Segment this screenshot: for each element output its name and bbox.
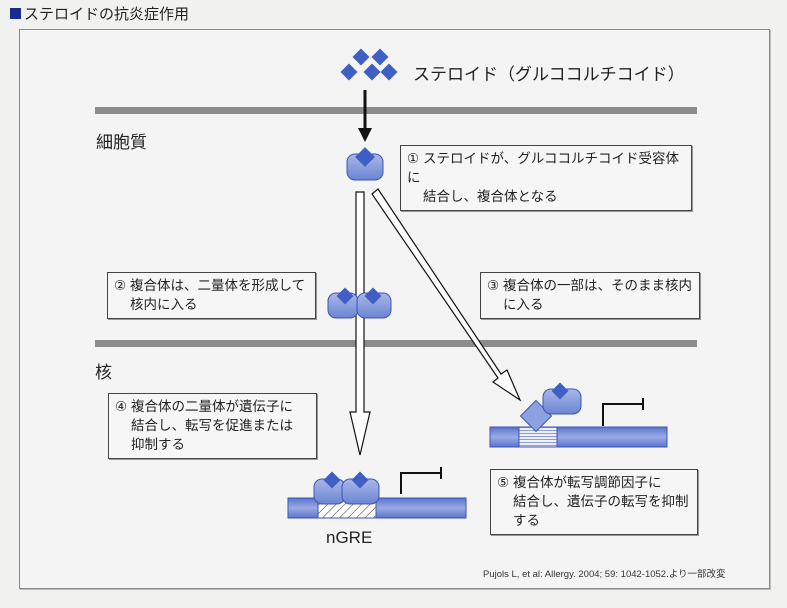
title-marker	[10, 8, 21, 19]
dna-ngre	[287, 467, 467, 519]
cytoplasm-label: 細胞質	[96, 133, 147, 153]
page-title: ステロイドの抗炎症作用	[10, 3, 189, 24]
dimer-path-arrow	[349, 191, 371, 456]
receptor-complex-icon	[346, 147, 384, 181]
dna-transcription-factor	[489, 382, 668, 448]
citation: Pujols L, et al: Allergy. 2004; 59: 1042…	[483, 569, 726, 580]
nuclear-membrane	[95, 340, 697, 347]
cell-membrane	[95, 107, 697, 114]
steroid-molecules-icon	[340, 48, 398, 81]
monomer-path-arrow	[371, 188, 522, 402]
nucleus-label: 核	[95, 363, 112, 383]
entry-arrow	[358, 90, 372, 142]
steroid-label: ステロイド（グルココルチコイド）	[413, 65, 685, 85]
ngre-label: nGRE	[326, 528, 373, 547]
